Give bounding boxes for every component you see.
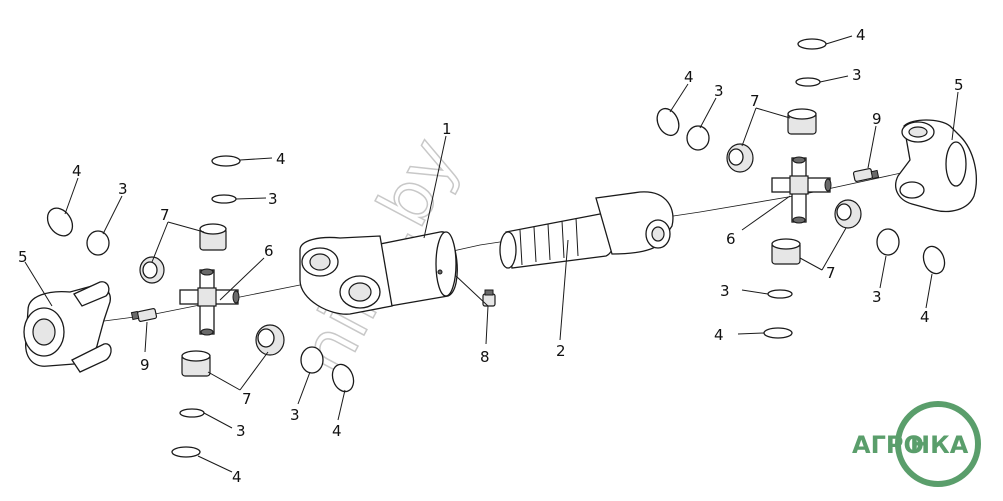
callout-3g: 3 [720, 282, 730, 300]
callout-6b: 6 [726, 230, 736, 248]
callout-2: 2 [556, 342, 566, 360]
leader-9b [867, 125, 877, 169]
circlip-right-2 [797, 38, 827, 50]
splined-inner-shaft [499, 191, 674, 269]
bearing-cup-left-c [181, 350, 211, 377]
bearing-cup-left-a [139, 256, 165, 284]
leader-5a [24, 261, 53, 307]
callout-3a: 3 [118, 180, 128, 198]
leader-6b [741, 195, 791, 231]
callout-3c: 3 [236, 422, 246, 440]
end-yoke-right [895, 119, 977, 213]
grease-nipple-shaft [482, 289, 496, 307]
callout-4b: 4 [276, 150, 286, 168]
callout-7d: 7 [826, 264, 836, 282]
callout-3d: 3 [290, 406, 300, 424]
leader-5b [951, 91, 959, 141]
end-yoke-left [23, 281, 112, 373]
circlip-left-1 [46, 207, 74, 237]
callout-3f: 3 [852, 66, 862, 84]
leader-8 [455, 275, 489, 345]
callout-4g: 4 [714, 326, 724, 344]
callout-4d: 4 [332, 422, 342, 440]
washer-right-1 [686, 125, 710, 151]
callout-4f: 4 [856, 26, 866, 44]
leader-3f [819, 75, 849, 83]
leader-3g [741, 289, 769, 295]
callout-4h: 4 [920, 308, 930, 326]
callout-6a: 6 [264, 242, 274, 260]
bearing-cup-left-d [255, 324, 285, 356]
leader-3h [879, 255, 887, 289]
leader-3b [235, 197, 267, 200]
spider-cross-right [771, 156, 832, 224]
washer-left-1 [86, 230, 110, 256]
bearing-cup-right-a [726, 143, 754, 173]
leader-7b [207, 351, 269, 391]
leader-6a [219, 257, 265, 301]
grease-nipple-right [852, 168, 880, 182]
callout-7b: 7 [242, 390, 252, 408]
logo-text-right: НКА [910, 431, 969, 459]
callout-5b: 5 [954, 76, 964, 94]
callout-9a: 9 [140, 356, 150, 374]
leader-4g [737, 332, 765, 335]
callout-1: 1 [442, 120, 452, 138]
callout-4e: 4 [684, 68, 694, 86]
callout-7a: 7 [160, 206, 170, 224]
washer-left-3 [179, 408, 205, 418]
leader-3a [102, 195, 123, 235]
spider-cross-left [179, 268, 240, 336]
circlip-right-4 [922, 245, 946, 275]
leader-1 [423, 135, 447, 239]
circlip-left-4 [331, 363, 355, 393]
circlip-left-3 [171, 446, 201, 458]
washer-right-4 [876, 228, 900, 256]
grease-nipple-left [130, 308, 158, 322]
bearing-cup-right-d [834, 199, 862, 229]
callout-4c: 4 [232, 468, 242, 486]
bearing-cup-left-b [199, 223, 227, 251]
leader-4f [825, 35, 853, 45]
leader-3d [297, 371, 311, 405]
washer-left-4 [300, 346, 324, 374]
callout-7c: 7 [750, 92, 760, 110]
washer-left-2 [211, 194, 237, 204]
leader-4e [669, 83, 689, 113]
callout-3b: 3 [268, 190, 278, 208]
leader-2 [559, 239, 569, 341]
callout-5a: 5 [18, 248, 28, 266]
agronka-logo: АГРО НКА [852, 401, 981, 487]
bearing-cup-right-b [787, 108, 817, 135]
leader-7c [741, 107, 791, 147]
callout-3e: 3 [714, 82, 724, 100]
leader-9a [144, 321, 148, 353]
leader-4b [239, 157, 273, 161]
callout-8: 8 [480, 348, 490, 366]
logo-ring [895, 401, 981, 487]
leader-4h [925, 273, 933, 309]
leader-3e [699, 97, 717, 129]
leader-7a [151, 221, 205, 263]
bearing-cup-right-c [771, 238, 801, 265]
leader-4a [64, 177, 79, 215]
circlip-left-2 [211, 155, 241, 167]
washer-right-3 [767, 289, 793, 299]
washer-right-2 [795, 77, 821, 87]
callout-4a: 4 [72, 162, 82, 180]
leader-4c [197, 455, 233, 473]
leader-3c [203, 412, 233, 429]
circlip-right-3 [763, 327, 793, 339]
leader-4d [337, 389, 346, 421]
outer-tube-shaft [299, 231, 458, 315]
leader-7d [799, 227, 847, 271]
callout-3h: 3 [872, 288, 882, 306]
circlip-right-1 [656, 107, 680, 137]
callout-9b: 9 [872, 110, 882, 128]
logo-text-left: АГРО [852, 431, 924, 459]
